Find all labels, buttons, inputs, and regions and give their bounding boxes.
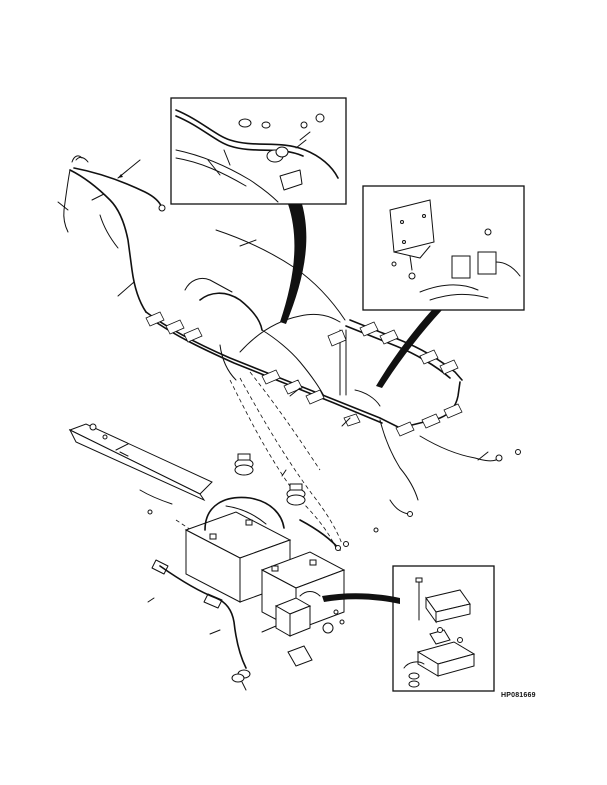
harness-clip-tags [145, 311, 463, 437]
callout-leaders [57, 159, 489, 691]
detail-view-top [170, 97, 347, 205]
relay-cluster [274, 541, 349, 667]
figure-id-code: HP081669 [501, 692, 536, 699]
detail-view-lower [392, 565, 495, 692]
battery-cable-terminals [234, 453, 306, 506]
detail-pointer-top [280, 204, 307, 324]
detail-pointer-lower [322, 593, 400, 604]
front-harness-branch [63, 155, 166, 313]
battery-group [184, 496, 346, 631]
detail-pointer-right [376, 310, 442, 388]
detail-view-right [362, 185, 525, 311]
mounting-bar [68, 423, 213, 515]
